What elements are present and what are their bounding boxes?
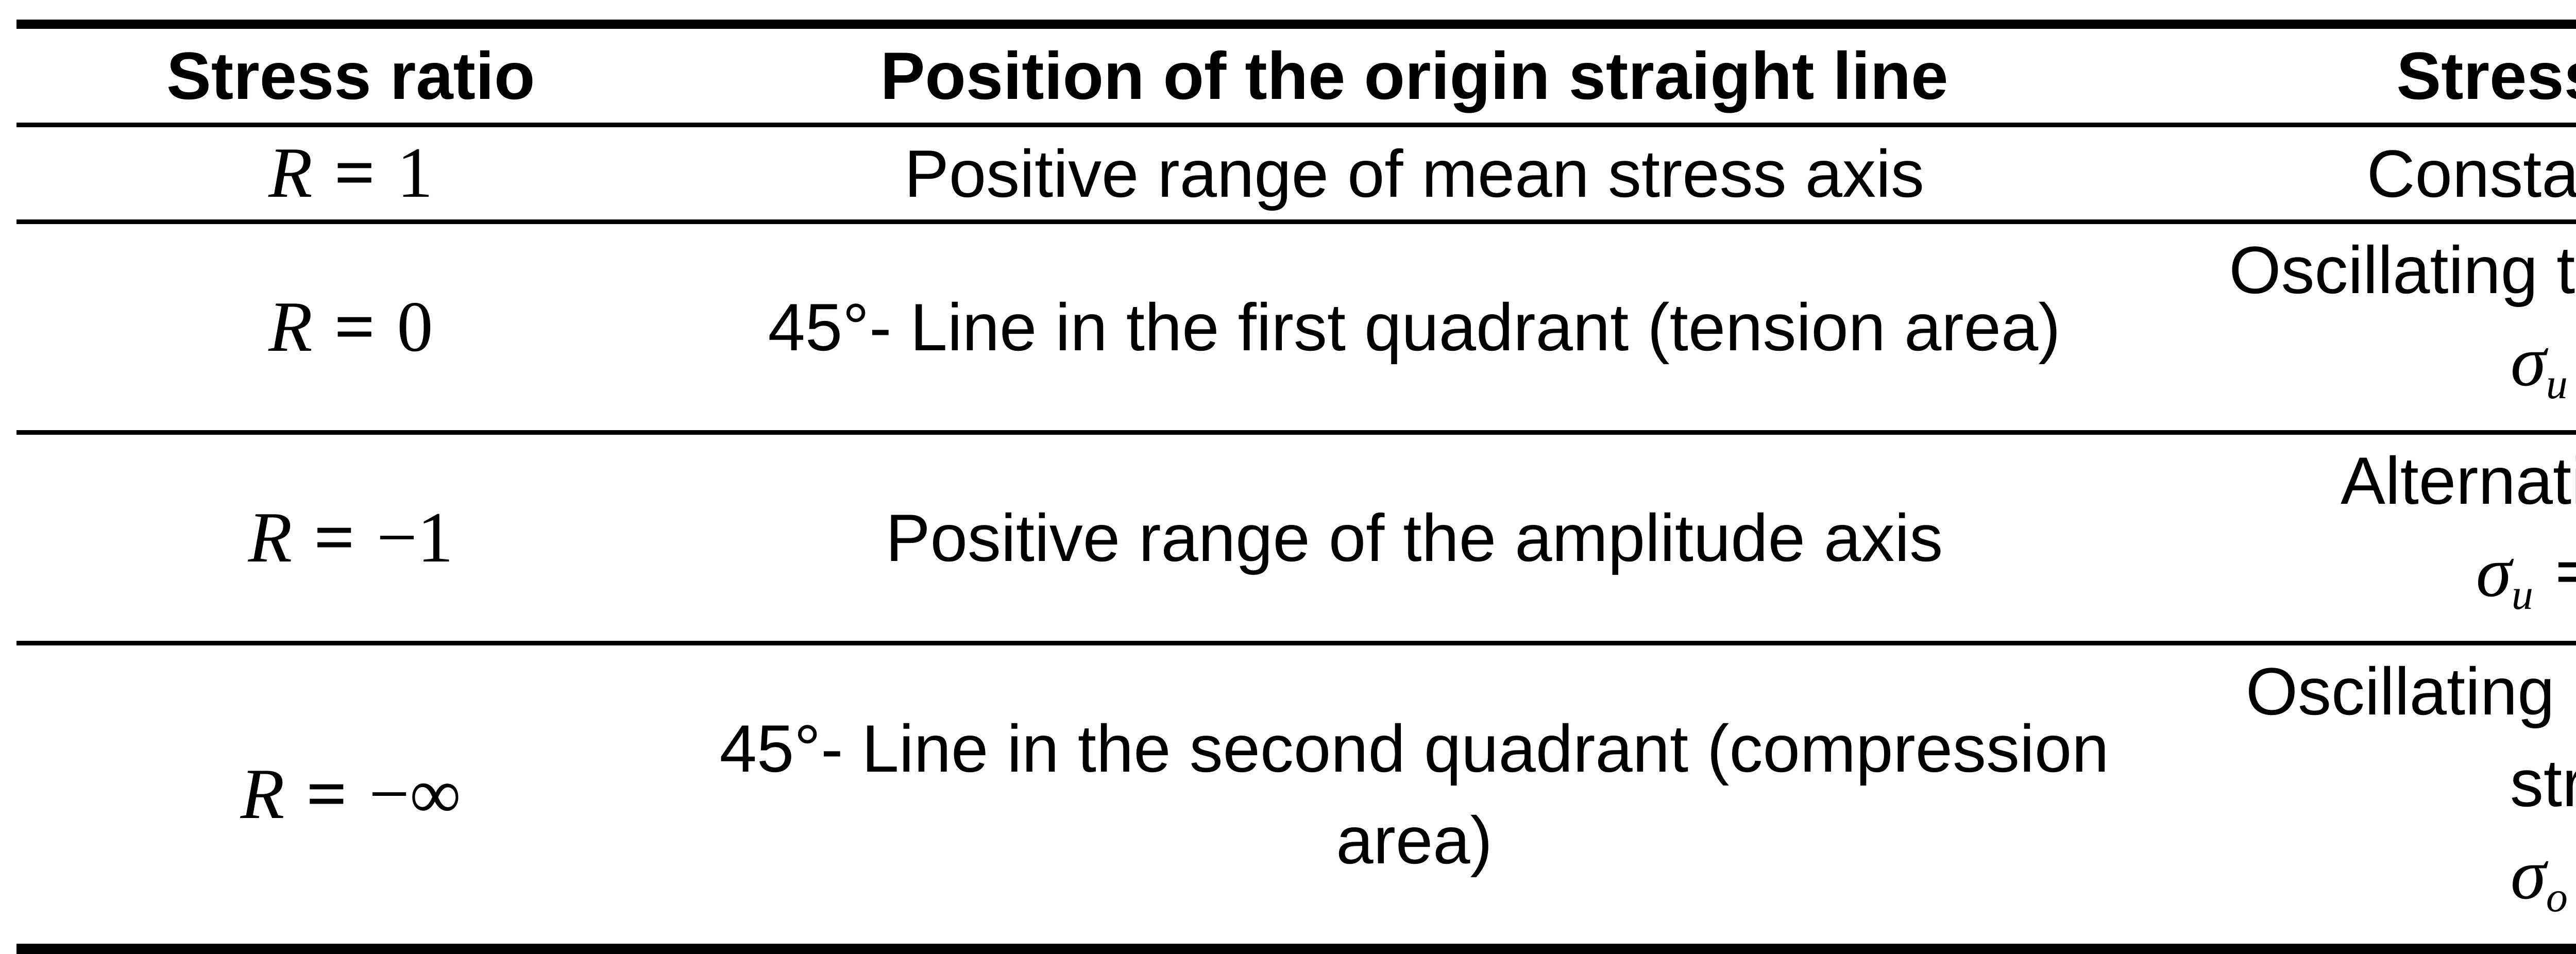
cell-position: Positive range of the amplitude axis — [885, 500, 1943, 576]
sigma-subscript: u — [2546, 360, 2568, 408]
ratio-equation: R = −∞ — [241, 754, 461, 834]
stress-ratio-table-container: Stress ratio Position of the origin stra… — [16, 20, 2576, 954]
ratio-value: −∞ — [369, 754, 461, 834]
ratio-equation: R = 0 — [268, 287, 433, 367]
cell-stress-range: Alternating stress σu=−σo — [2144, 433, 2576, 643]
stress-range-formula: σo=0 — [2185, 829, 2576, 943]
ratio-value: 0 — [397, 286, 433, 367]
equals-sign: = — [334, 286, 376, 367]
cell-stress-range: Constant stress — [2144, 125, 2576, 222]
ratio-symbol: R — [240, 754, 285, 834]
table-header-row: Stress ratio Position of the origin stra… — [16, 24, 2576, 125]
equals-sign: = — [306, 754, 348, 834]
sigma-subscript: u — [2511, 571, 2533, 619]
cell-stress-range: Oscillating compression stress σo=0 — [2144, 643, 2576, 949]
header-cell-stress-range: Stress range — [2396, 38, 2576, 113]
ratio-symbol: R — [248, 497, 293, 577]
stress-range-text: Constant stress — [2366, 135, 2576, 211]
header-cell-position: Position of the origin straight line — [880, 38, 1948, 113]
sigma-symbol: σ — [2476, 532, 2512, 612]
table-row-r-equals-0: R = 0 45°- Line in the first quadrant (ten… — [16, 222, 2576, 433]
cell-stress-ratio: R = 1 — [16, 125, 685, 222]
sigma-subscript: o — [2546, 873, 2568, 922]
ratio-value: −1 — [376, 497, 453, 577]
header-cell-stress-ratio: Stress ratio — [166, 38, 535, 113]
cell-stress-range: Oscillating tension stress σu=0 — [2144, 222, 2576, 433]
stress-range-text: Oscillating tension stress — [2229, 232, 2576, 308]
sigma-symbol: σ — [2510, 321, 2546, 401]
equals-sign: = — [314, 497, 355, 577]
sigma-symbol: σ — [2510, 834, 2546, 915]
ratio-symbol: R — [268, 286, 313, 367]
cell-stress-ratio: R = −1 — [16, 433, 685, 643]
stress-range-formula: σu=−σo — [2185, 526, 2576, 641]
ratio-symbol: R — [268, 133, 313, 213]
stress-range-text: Oscillating compression stress — [2245, 654, 2576, 821]
stress-range-text: Alternating stress — [2341, 443, 2576, 519]
cell-position: Positive range of mean stress axis — [904, 135, 1924, 211]
stress-range-formula: σu=0 — [2185, 316, 2576, 430]
table-row-r-equals-minus-1: R = −1 Positive range of the amplitude axi… — [16, 433, 2576, 643]
cell-stress-ratio: R = −∞ — [16, 643, 685, 949]
cell-position: 45°- Line in the first quadrant (tension… — [768, 289, 2061, 365]
stress-ratio-table: Stress ratio Position of the origin stra… — [16, 20, 2576, 954]
cell-position: 45°- Line in the second quadrant (compre… — [719, 711, 2109, 878]
ratio-value: 1 — [397, 133, 433, 213]
ratio-equation: R = −1 — [248, 498, 453, 577]
table-row-r-equals-1: R = 1 Positive range of mean stress axis C… — [16, 125, 2576, 222]
equals-sign: = — [334, 133, 376, 213]
table-row-r-equals-minus-infinity: R = −∞ 45°- Line in the second quadrant (c… — [16, 643, 2576, 949]
equals-sign: = — [2554, 532, 2576, 612]
ratio-equation: R = 1 — [268, 133, 433, 213]
cell-stress-ratio: R = 0 — [16, 222, 685, 433]
